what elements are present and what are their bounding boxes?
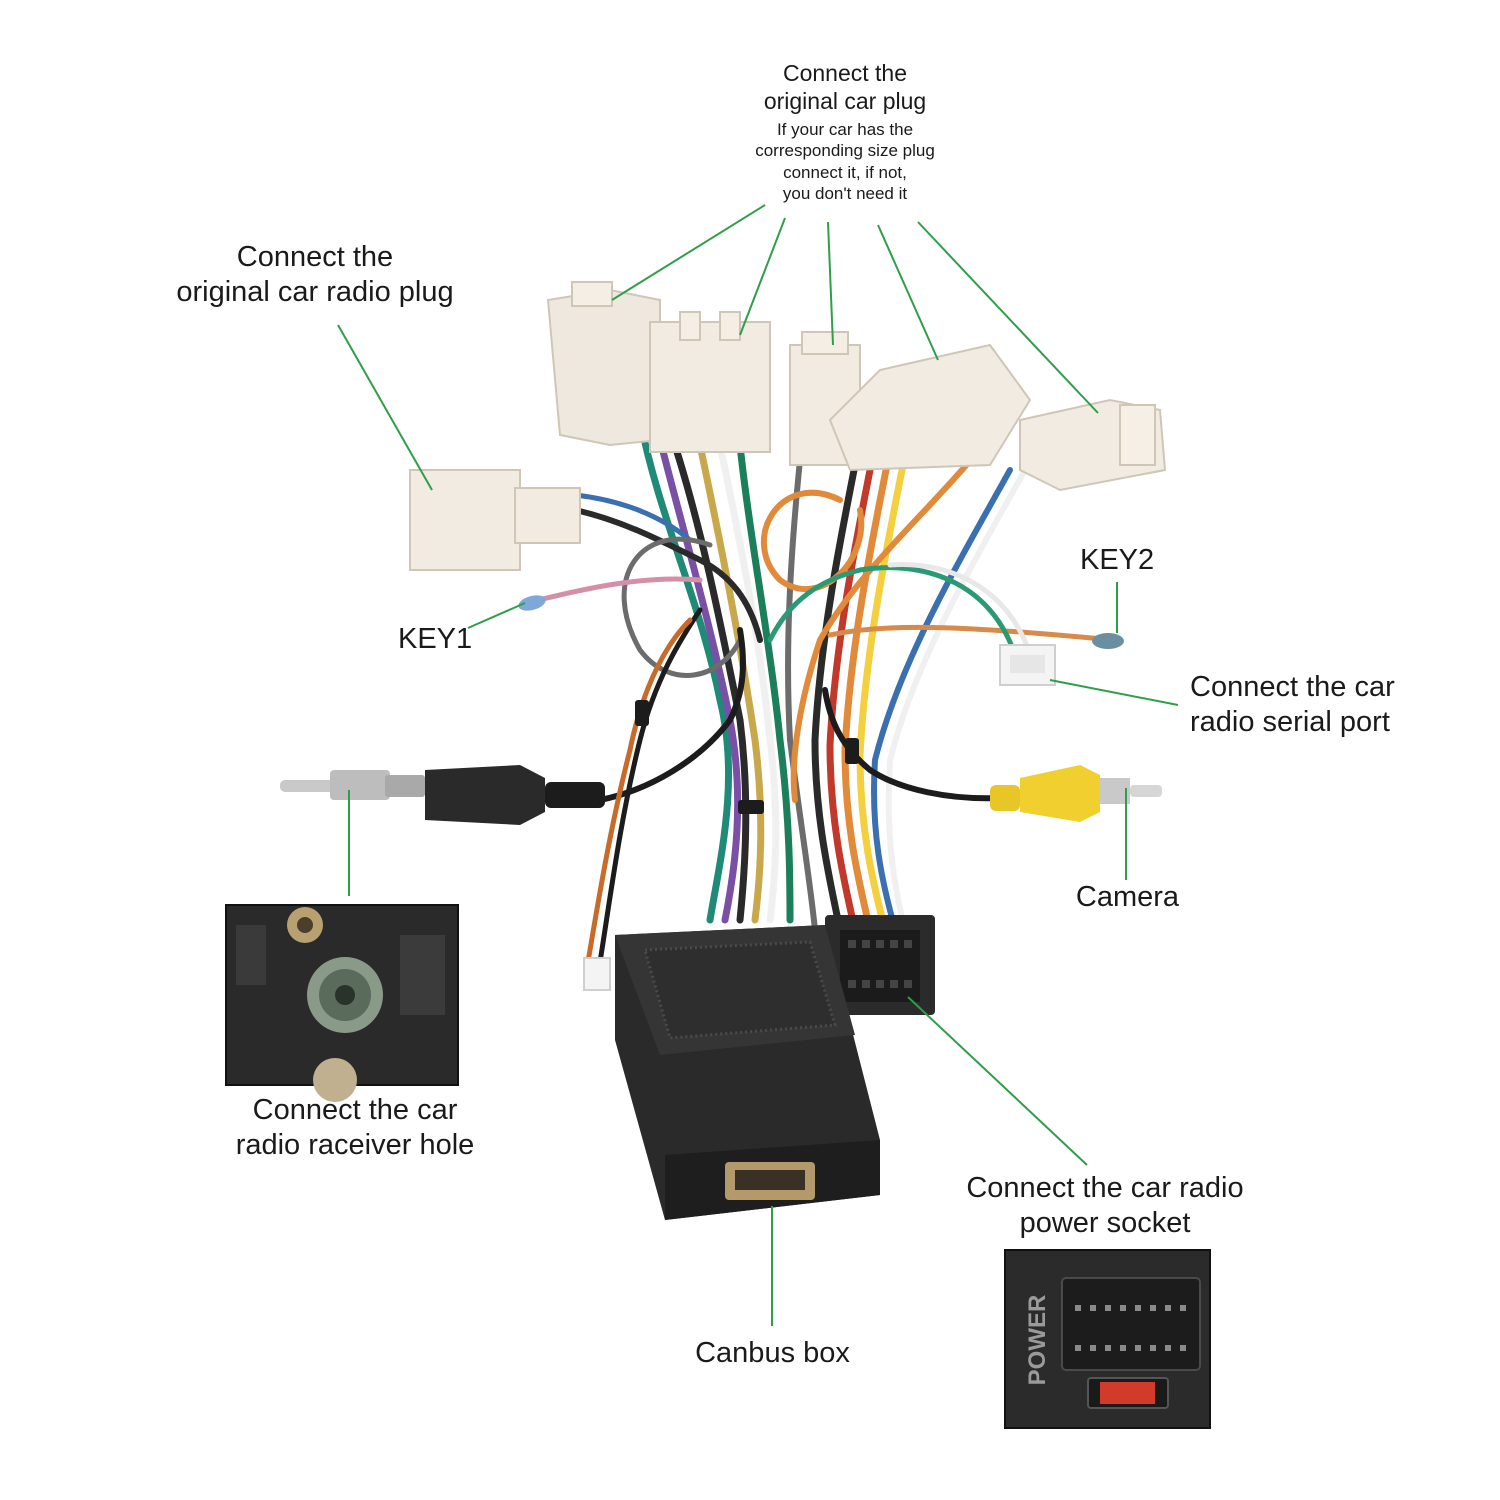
top-plug-note-line-1: If your car has the bbox=[776, 120, 914, 140]
leader-top-plug-2 bbox=[739, 217, 786, 336]
small-white-plug bbox=[583, 957, 611, 991]
cable-ties bbox=[635, 700, 859, 814]
antenna-connector bbox=[280, 765, 605, 825]
serial-port-label-line-2: radio serial port bbox=[1190, 705, 1390, 738]
serial-port-plug bbox=[999, 644, 1056, 686]
leader-lines bbox=[337, 204, 1179, 1326]
radio-plug-label: Connect the original car radio plug bbox=[160, 240, 470, 310]
camera-label: Camera bbox=[1075, 881, 1180, 913]
serial-port-label-line-1: Connect the car bbox=[1190, 671, 1395, 703]
leader-power-socket bbox=[907, 996, 1088, 1166]
power-socket-label-line-2: power socket bbox=[1019, 1206, 1191, 1239]
power-socket-photo: POWER bbox=[1004, 1249, 1211, 1429]
radio-plug-label-line-1: Connect the bbox=[236, 241, 394, 273]
harness-wires bbox=[527, 416, 1118, 965]
top-plug-title-line-1: Connect the bbox=[782, 60, 908, 86]
leader-radio-plug bbox=[337, 324, 433, 491]
radio-plug-label-line-2: original car radio plug bbox=[176, 275, 454, 308]
top-plug-label: Connect the original car plug If your ca… bbox=[720, 60, 970, 204]
canbus-box bbox=[615, 925, 880, 1220]
top-plug-note-line-2: corresponding size plug bbox=[755, 141, 935, 161]
top-plug-4 bbox=[828, 343, 1032, 472]
canbus-box-label: Canbus box bbox=[695, 1337, 850, 1369]
receiver-hole-label-line-2: radio raceiver hole bbox=[235, 1128, 475, 1161]
serial-port-label: Connect the car radio serial port bbox=[1190, 670, 1395, 740]
inset-power-text: POWER bbox=[1024, 1295, 1051, 1386]
leader-top-plug-4 bbox=[877, 224, 939, 361]
original-car-plugs bbox=[546, 281, 1167, 492]
radio-plug-connector bbox=[409, 469, 581, 571]
top-plug-note-line-3: connect it, if not, bbox=[783, 162, 907, 182]
power-socket-label-line-1: Connect the car radio bbox=[966, 1172, 1244, 1204]
top-plug-2 bbox=[649, 311, 771, 453]
power-socket-label: Connect the car radio power socket bbox=[945, 1171, 1265, 1241]
leader-serial-port bbox=[1049, 679, 1179, 706]
leader-top-plug-5 bbox=[917, 221, 1099, 414]
receiver-hole-label-line-1: Connect the car bbox=[252, 1094, 458, 1126]
receiver-hole-label: Connect the car radio raceiver hole bbox=[210, 1093, 500, 1163]
key2-label: KEY2 bbox=[1080, 544, 1155, 576]
leader-key1 bbox=[467, 602, 526, 629]
top-plug-note-line-4: you don't need it bbox=[782, 183, 908, 203]
top-plug-1 bbox=[546, 281, 661, 447]
key1-label: KEY1 bbox=[398, 623, 473, 655]
key2-wire-tip bbox=[1092, 633, 1124, 649]
top-plug-title-line-2: original car plug bbox=[763, 87, 927, 114]
leader-top-plug-3 bbox=[827, 221, 834, 346]
camera-rca-plug bbox=[990, 765, 1162, 822]
top-plug-5 bbox=[1019, 398, 1167, 492]
key1-wire-tip bbox=[518, 595, 546, 611]
receiver-hole-photo bbox=[225, 904, 459, 1102]
leader-top-plug-1 bbox=[611, 204, 766, 301]
power-plug bbox=[825, 915, 935, 1015]
